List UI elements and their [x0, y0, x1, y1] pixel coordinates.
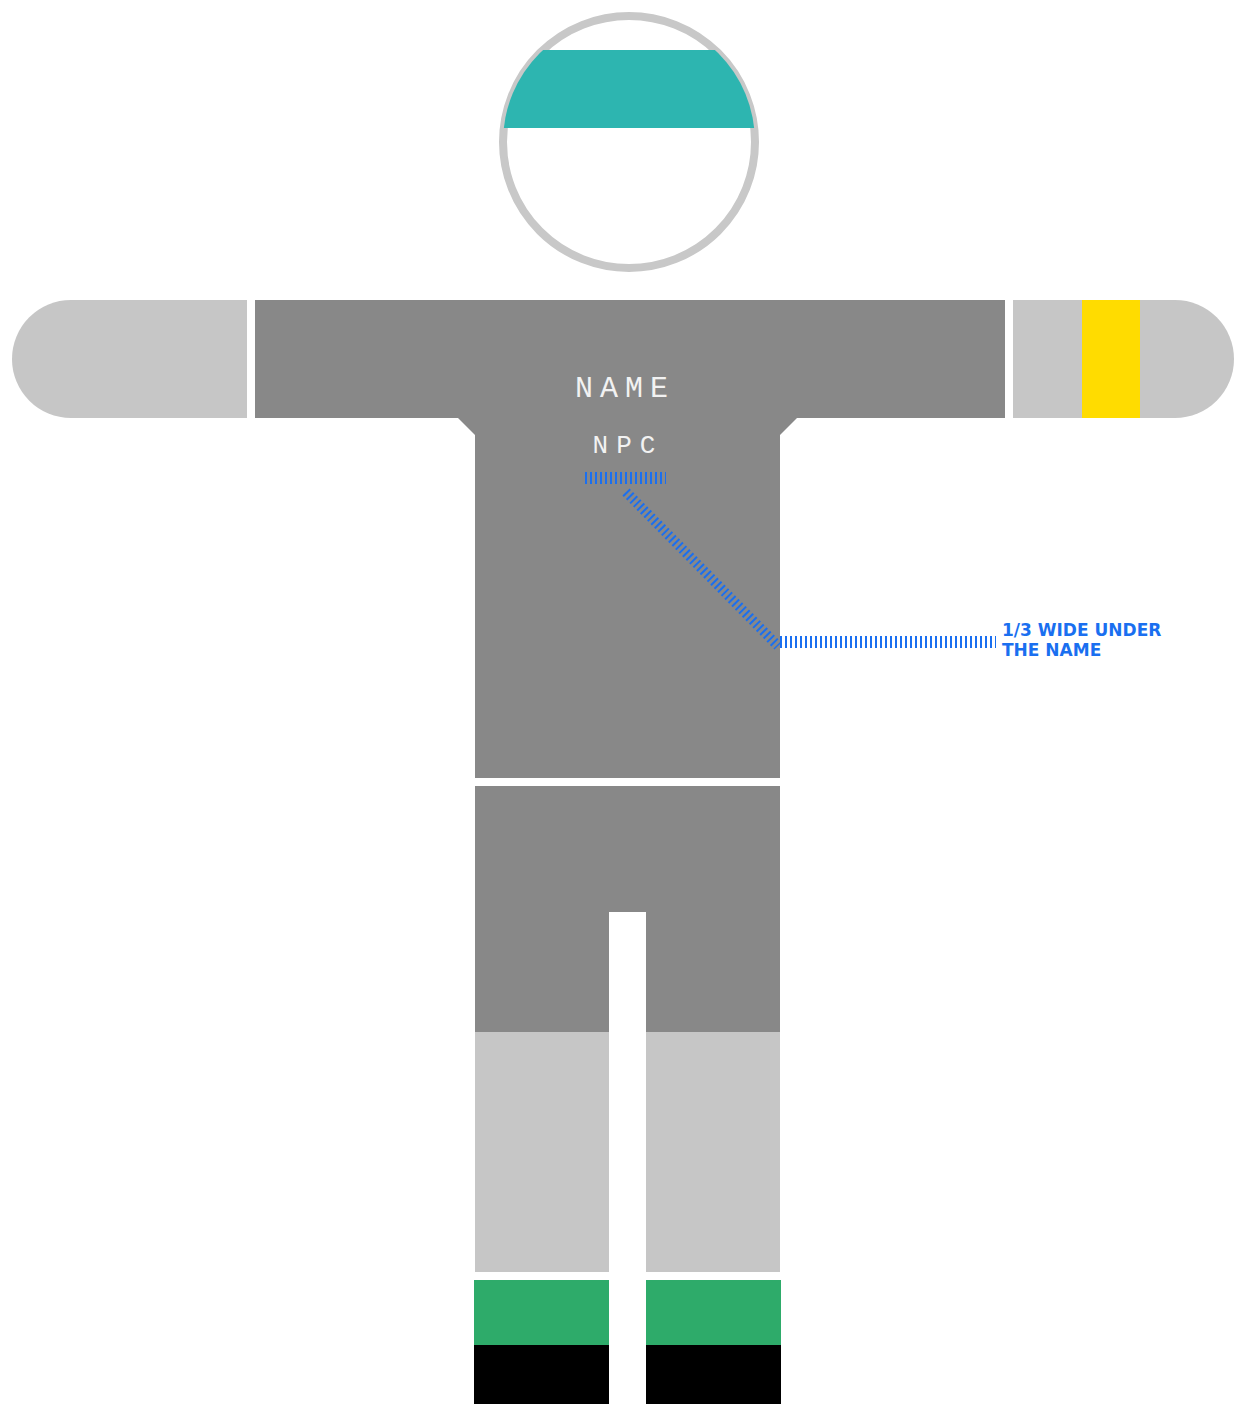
left-arm: [12, 300, 247, 418]
shirt: NAME NPC: [255, 300, 1005, 778]
left-sock: [474, 1280, 609, 1345]
width-marker: [585, 472, 666, 484]
right-sock: [646, 1280, 781, 1345]
left-leg: [475, 1032, 609, 1272]
right-shoe: [646, 1345, 781, 1404]
shorts-gap: [609, 912, 646, 1032]
left-shoe: [474, 1345, 609, 1404]
callout-note: 1/3 WIDE UNDER THE NAME: [1002, 620, 1202, 660]
leader-line: [780, 636, 996, 648]
shorts: [475, 786, 780, 1032]
armband: [1082, 300, 1140, 418]
team-code: NPC: [593, 431, 664, 461]
player-name: NAME: [575, 372, 675, 406]
right-arm: [1013, 300, 1234, 418]
right-leg: [646, 1032, 780, 1272]
headband: [490, 50, 770, 128]
leader-line: [626, 492, 778, 646]
shirt-outline: [255, 300, 1005, 778]
shirt-shape: [255, 300, 1005, 778]
